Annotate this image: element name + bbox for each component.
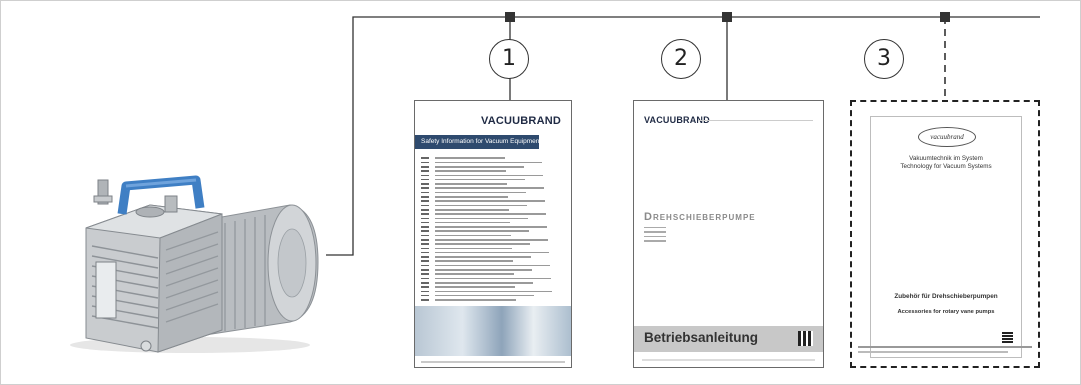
doc1-language-row <box>421 272 567 276</box>
document-safety-information: VACUUBRAND Safety Information for Vacuum… <box>414 100 572 368</box>
doc1-language-row <box>421 173 567 177</box>
doc1-language-row <box>421 212 567 216</box>
doc1-language-list <box>421 156 567 302</box>
doc3-footer-line-2 <box>858 351 1008 353</box>
doc1-language-row <box>421 276 567 280</box>
doc1-language-row <box>421 199 567 203</box>
doc1-language-row <box>421 242 567 246</box>
doc2-title: Drehschieberpumpe <box>644 211 756 223</box>
doc1-language-row <box>421 251 567 255</box>
callout-1: 1 <box>489 39 529 79</box>
doc1-brand-logo: VACUUBRAND <box>480 115 561 127</box>
doc1-footer <box>421 361 565 363</box>
doc1-language-row <box>421 156 567 160</box>
doc1-language-row <box>421 203 567 207</box>
doc1-language-row <box>421 289 567 293</box>
doc3-catalog-cover: vacuubrand Vakuumtechnik im System Techn… <box>870 116 1022 358</box>
doc1-header-text: Safety Information for Vacuum Equipment <box>421 138 542 145</box>
doc3-logo-text: vacuubrand <box>930 133 964 141</box>
doc1-language-row <box>421 208 567 212</box>
doc1-language-row <box>421 246 567 250</box>
doc2-footer <box>642 359 815 361</box>
doc1-language-row <box>421 259 567 263</box>
doc3-accessories-en: Accessories for rotary vane pumps <box>897 309 995 315</box>
doc2-rule <box>698 120 813 121</box>
doc1-lab-photo <box>415 306 571 356</box>
doc1-language-row <box>421 177 567 181</box>
doc2-brand-logo: VACUUBRAND <box>644 115 710 125</box>
doc1-header-bar: Safety Information for Vacuum Equipment <box>415 135 542 149</box>
doc1-language-row <box>421 233 567 237</box>
document-operating-manual: VACUUBRAND Drehschieberpumpe Betriebsanl… <box>633 100 824 368</box>
doc1-language-row <box>421 160 567 164</box>
doc1-language-row <box>421 186 567 190</box>
doc1-language-row <box>421 190 567 194</box>
junction-3 <box>940 12 950 22</box>
document-accessories-catalog: vacuubrand Vakuumtechnik im System Techn… <box>850 100 1040 368</box>
pump-illustration <box>70 175 319 353</box>
doc1-language-row <box>421 229 567 233</box>
connector-pump <box>326 16 1040 256</box>
doc3-footer-line <box>858 346 1032 348</box>
doc1-language-row <box>421 182 567 186</box>
callout-3: 3 <box>864 39 904 79</box>
doc3-qr-code-icon <box>1002 332 1013 343</box>
doc1-language-row <box>421 195 567 199</box>
doc2-band-label: Betriebsanleitung <box>644 330 759 345</box>
callout-2: 2 <box>661 39 701 79</box>
doc1-language-row <box>421 255 567 259</box>
doc2-qr-code-icon <box>798 331 813 346</box>
doc1-language-row <box>421 263 567 267</box>
doc3-logo: vacuubrand <box>918 127 976 147</box>
doc1-language-row <box>421 238 567 242</box>
junction-2 <box>722 12 732 22</box>
doc1-language-row <box>421 165 567 169</box>
doc1-language-row <box>421 169 567 173</box>
doc2-title-band: Betriebsanleitung <box>634 326 823 352</box>
doc1-language-row <box>421 294 567 298</box>
doc1-language-row <box>421 216 567 220</box>
doc3-accessories-de: Zubehör für Drehschieberpumpen <box>894 293 998 300</box>
doc3-line2: Technology for Vacuum Systems <box>900 163 992 170</box>
doc1-language-row <box>421 268 567 272</box>
doc1-language-row <box>421 298 567 302</box>
doc1-language-row <box>421 285 567 289</box>
doc1-language-row <box>421 281 567 285</box>
junction-1 <box>505 12 515 22</box>
doc2-model-lines <box>644 227 666 245</box>
doc3-line1: Vakuumtechnik im System <box>909 155 983 162</box>
doc1-language-row <box>421 225 567 229</box>
doc1-language-row <box>421 220 567 224</box>
